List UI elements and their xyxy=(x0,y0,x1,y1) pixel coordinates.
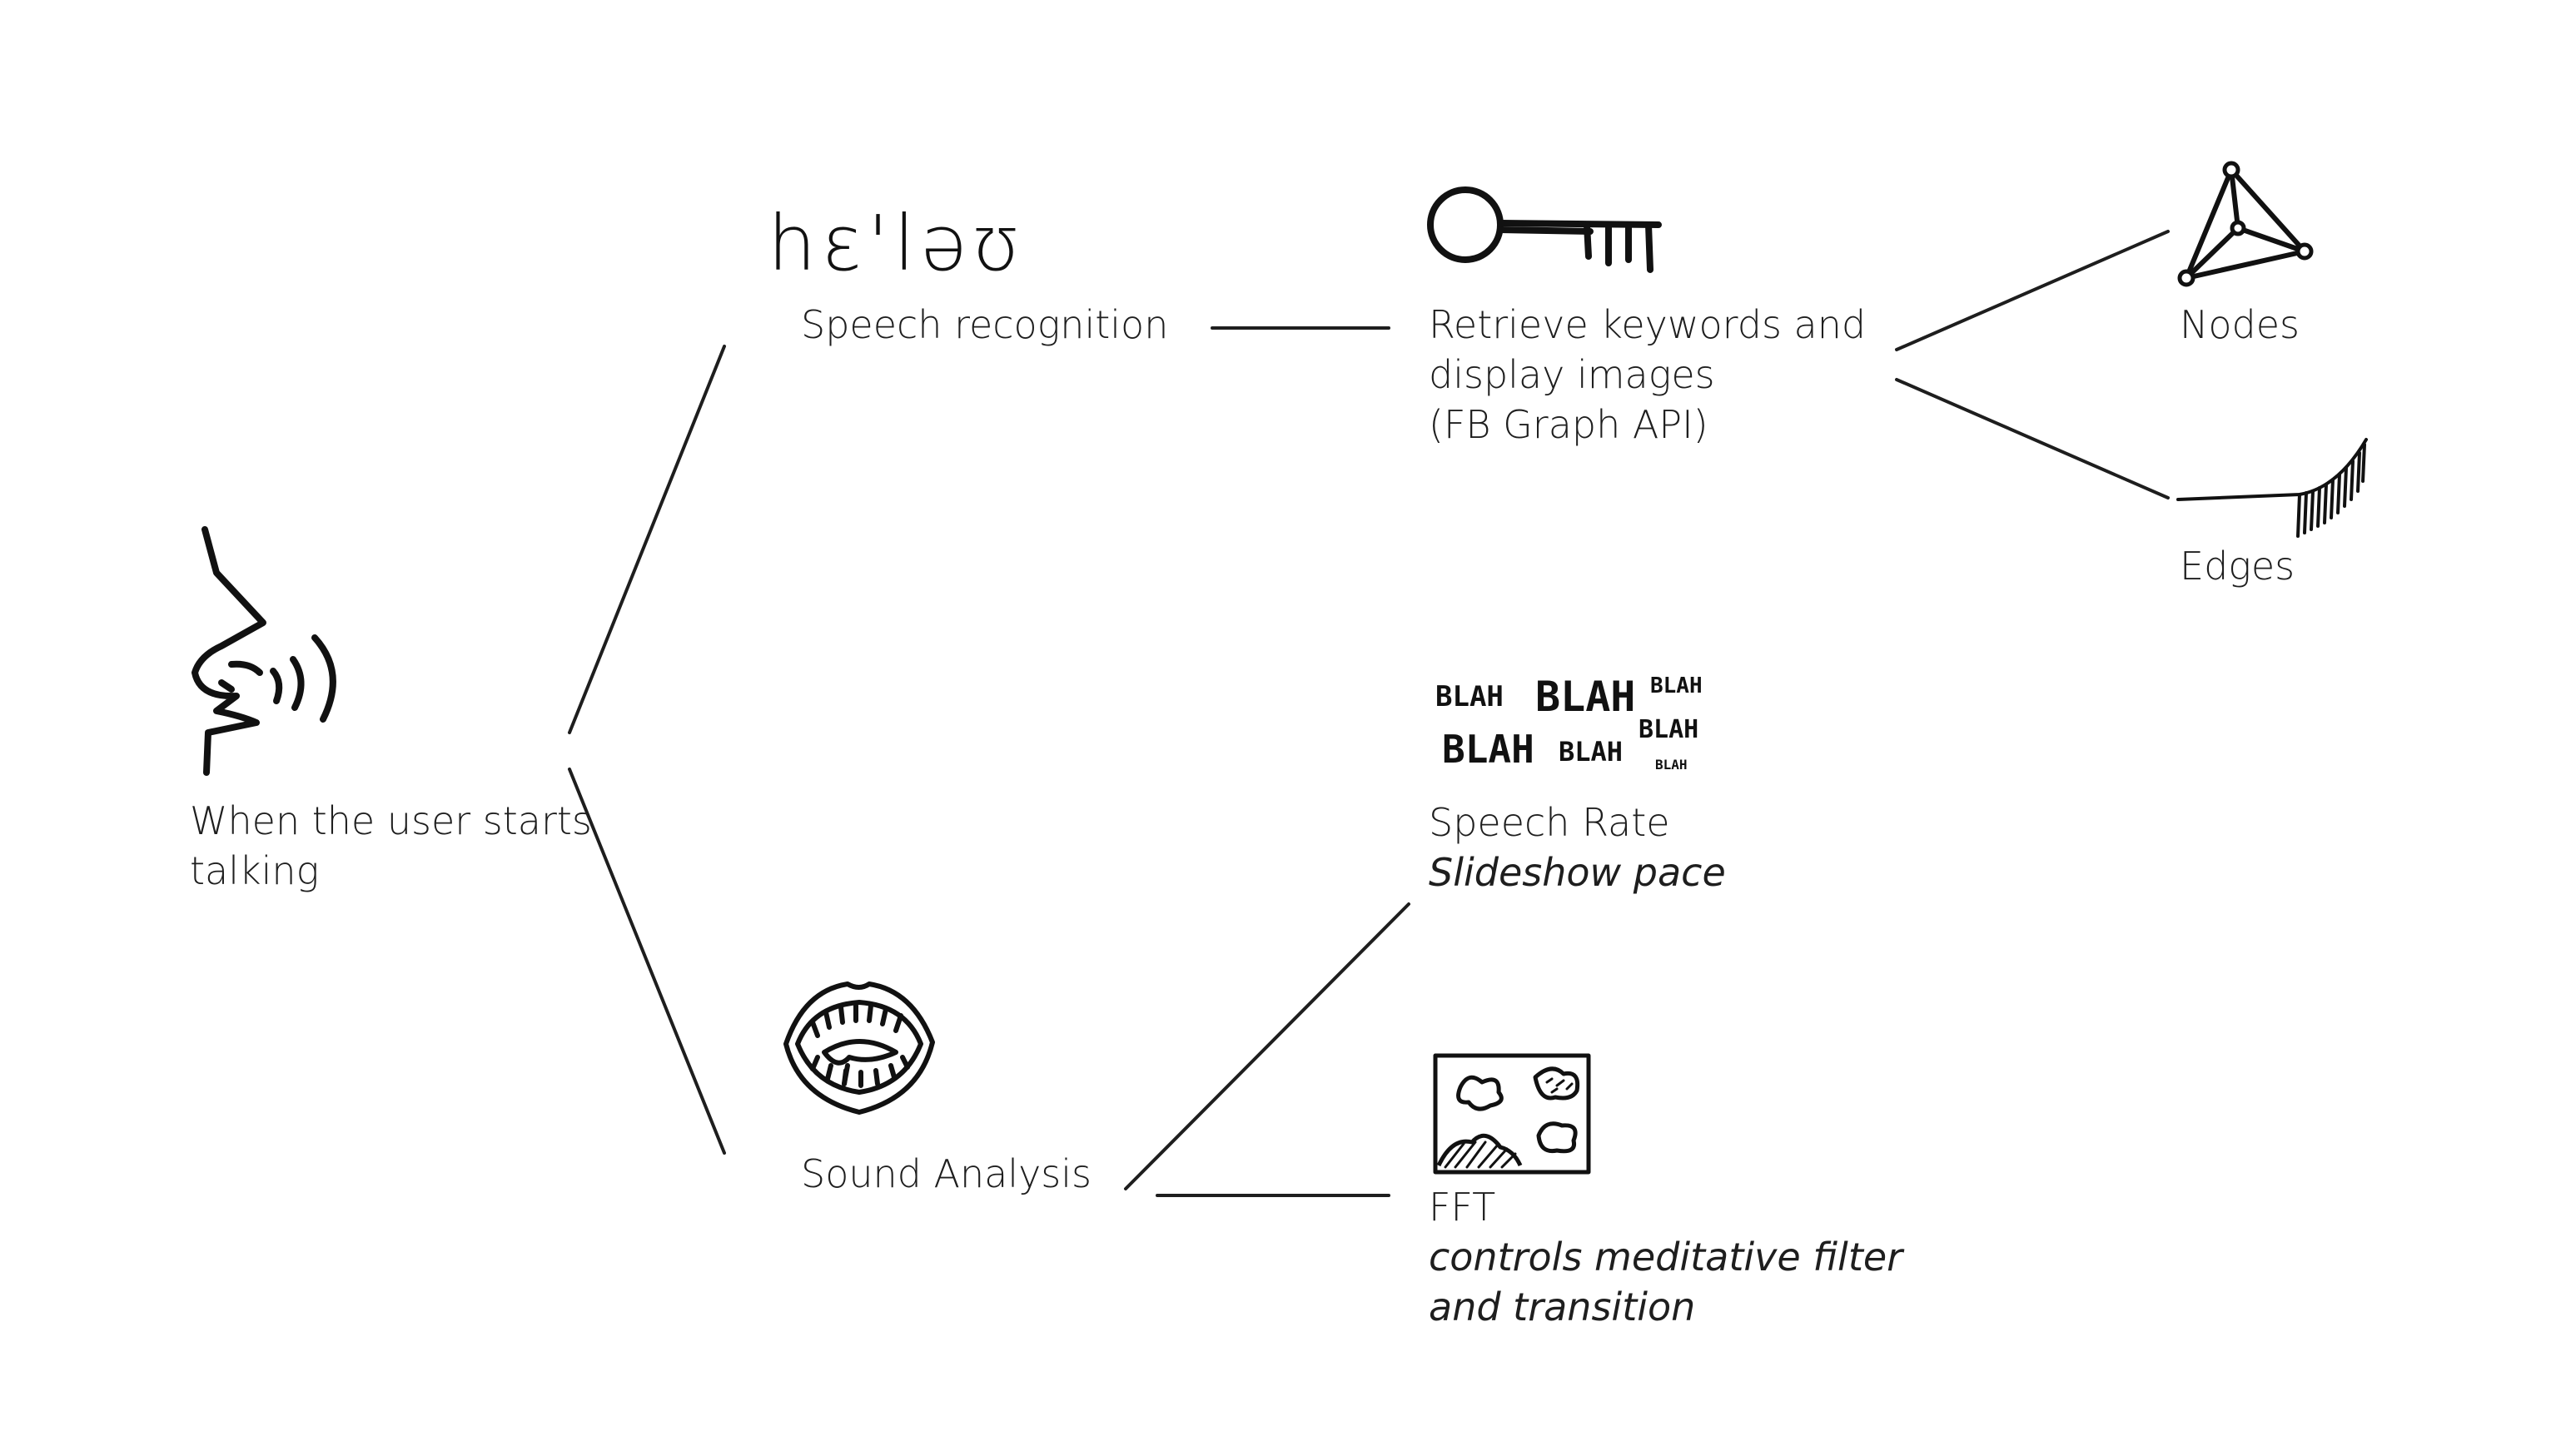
retrieve-label: Retrieve keywords and display images (FB… xyxy=(1429,300,1866,450)
connector-retrieve-to-nodes xyxy=(1895,230,2170,351)
edges-text: Edges xyxy=(2180,544,2295,589)
blah-word-5: BLAH xyxy=(1559,736,1623,768)
eyelash-icon xyxy=(2176,438,2368,538)
blah-word-2: BLAH xyxy=(1535,673,1635,721)
key-icon xyxy=(1427,186,1662,273)
speaking-face-icon xyxy=(191,526,336,776)
network-graph-icon xyxy=(2177,161,2314,287)
blah-words-icon: BLAH BLAH BLAH BLAH BLAH BLAH BLAH xyxy=(1435,673,1703,773)
connector-retrieve-to-edges xyxy=(1895,378,2170,499)
speech-recognition-text: Speech recognition xyxy=(801,302,1169,347)
sound-analysis-label: Sound Analysis xyxy=(801,1149,1092,1199)
connector-start-to-speech xyxy=(568,345,726,734)
retrieve-line-3: (FB Graph API) xyxy=(1429,402,1708,447)
start-label-line-1: When the user starts xyxy=(190,798,592,843)
open-mouth-icon xyxy=(783,981,935,1115)
retrieve-line-2: display images xyxy=(1429,352,1715,397)
fft-subtext-line-1: controls meditative filter xyxy=(1429,1235,1903,1280)
fft-label: FFT controls meditative filter and trans… xyxy=(1429,1182,1902,1332)
retrieve-line-1: Retrieve keywords and xyxy=(1429,302,1867,347)
blah-word-6: BLAH xyxy=(1639,715,1698,744)
abstract-painting-icon xyxy=(1433,1053,1591,1175)
blah-word-1: BLAH xyxy=(1435,680,1504,713)
fft-text: FFT xyxy=(1429,1185,1496,1230)
speech-rate-label: Speech Rate Slideshow pace xyxy=(1429,798,1726,897)
start-label-line-2: talking xyxy=(190,848,320,893)
start-node-label: When the user starts talking xyxy=(190,796,592,896)
speech-rate-text: Speech Rate xyxy=(1429,800,1670,845)
ipa-text: hɛ'ləʊ xyxy=(768,199,1024,285)
speech-recognition-label: Speech recognition xyxy=(801,300,1168,350)
sound-analysis-text: Sound Analysis xyxy=(801,1151,1092,1196)
speech-rate-subtext: Slideshow pace xyxy=(1429,850,1726,895)
fft-subtext-line-2: and transition xyxy=(1429,1285,1696,1329)
edges-label: Edges xyxy=(2180,541,2295,591)
connector-sound-to-speechrate xyxy=(1124,902,1410,1190)
blah-word-4: BLAH xyxy=(1442,727,1534,772)
handwritten-ipa: hɛ'ləʊ xyxy=(768,199,1024,285)
nodes-text: Nodes xyxy=(2180,302,2300,347)
blah-word-3: BLAH xyxy=(1650,673,1703,698)
blah-word-7: BLAH xyxy=(1655,757,1688,773)
nodes-label: Nodes xyxy=(2180,300,2300,350)
connector-start-to-sound xyxy=(568,768,726,1155)
